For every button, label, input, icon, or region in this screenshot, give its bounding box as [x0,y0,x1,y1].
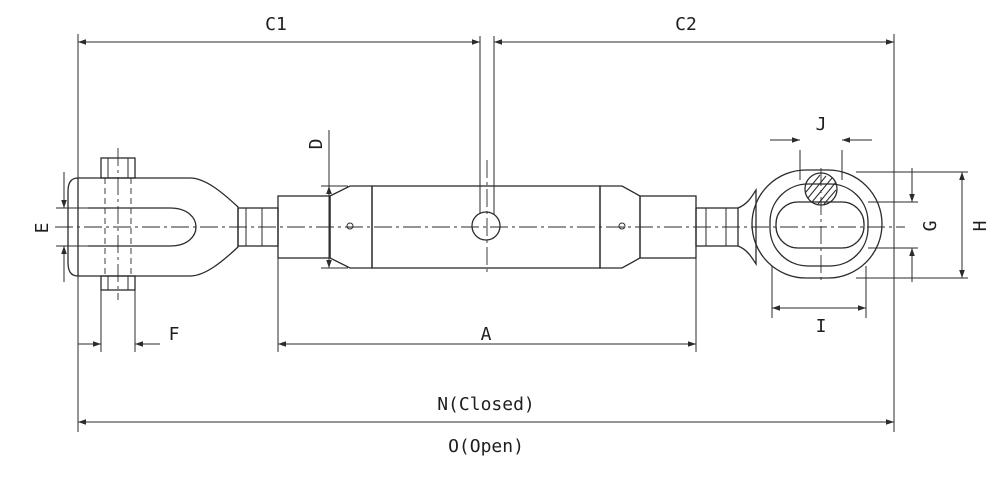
label-o-open: O(Open) [448,436,524,457]
label-n-closed: N(Closed) [437,394,535,415]
jaw-end [67,148,279,300]
label-h: H [970,221,991,232]
label-g: G [920,221,941,232]
turnbuckle-body [277,36,697,272]
eye-end [695,168,883,280]
label-c1: C1 [265,14,287,35]
label-f: F [169,324,180,345]
label-a: A [481,324,492,345]
label-e: E [32,223,53,234]
label-d: D [306,139,327,150]
label-c2: C2 [675,14,697,35]
label-j: J [816,114,827,135]
label-i: I [816,316,827,337]
